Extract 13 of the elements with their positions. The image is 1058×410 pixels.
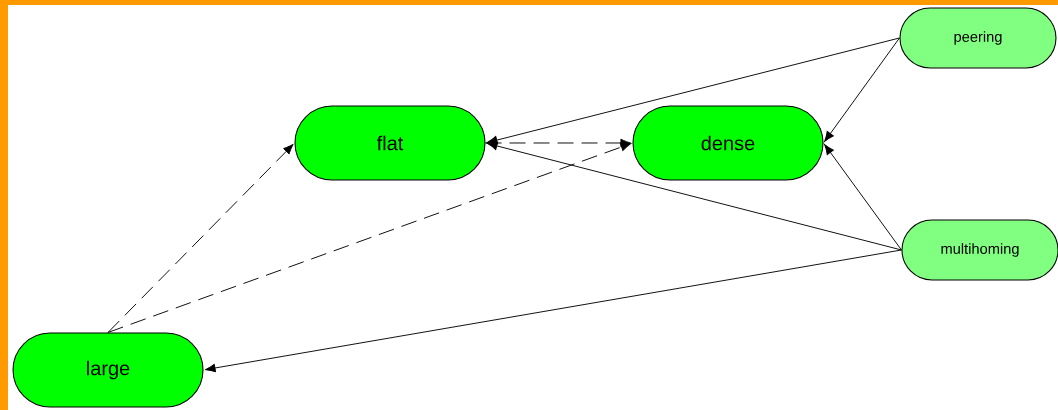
arrow	[486, 37, 900, 145]
arrow	[485, 138, 632, 148]
arrow	[204, 249, 902, 373]
rounded-box: dense	[632, 105, 824, 181]
rounded-box: large	[12, 332, 204, 408]
rounded-box: flat	[294, 105, 486, 181]
rounded-box: peering	[899, 7, 1057, 69]
arrow	[107, 142, 632, 333]
arrow	[824, 144, 902, 251]
rounded-box: multihoming	[901, 219, 1058, 281]
arrow	[486, 141, 902, 251]
arrow	[107, 143, 294, 333]
arrow	[824, 37, 900, 142]
